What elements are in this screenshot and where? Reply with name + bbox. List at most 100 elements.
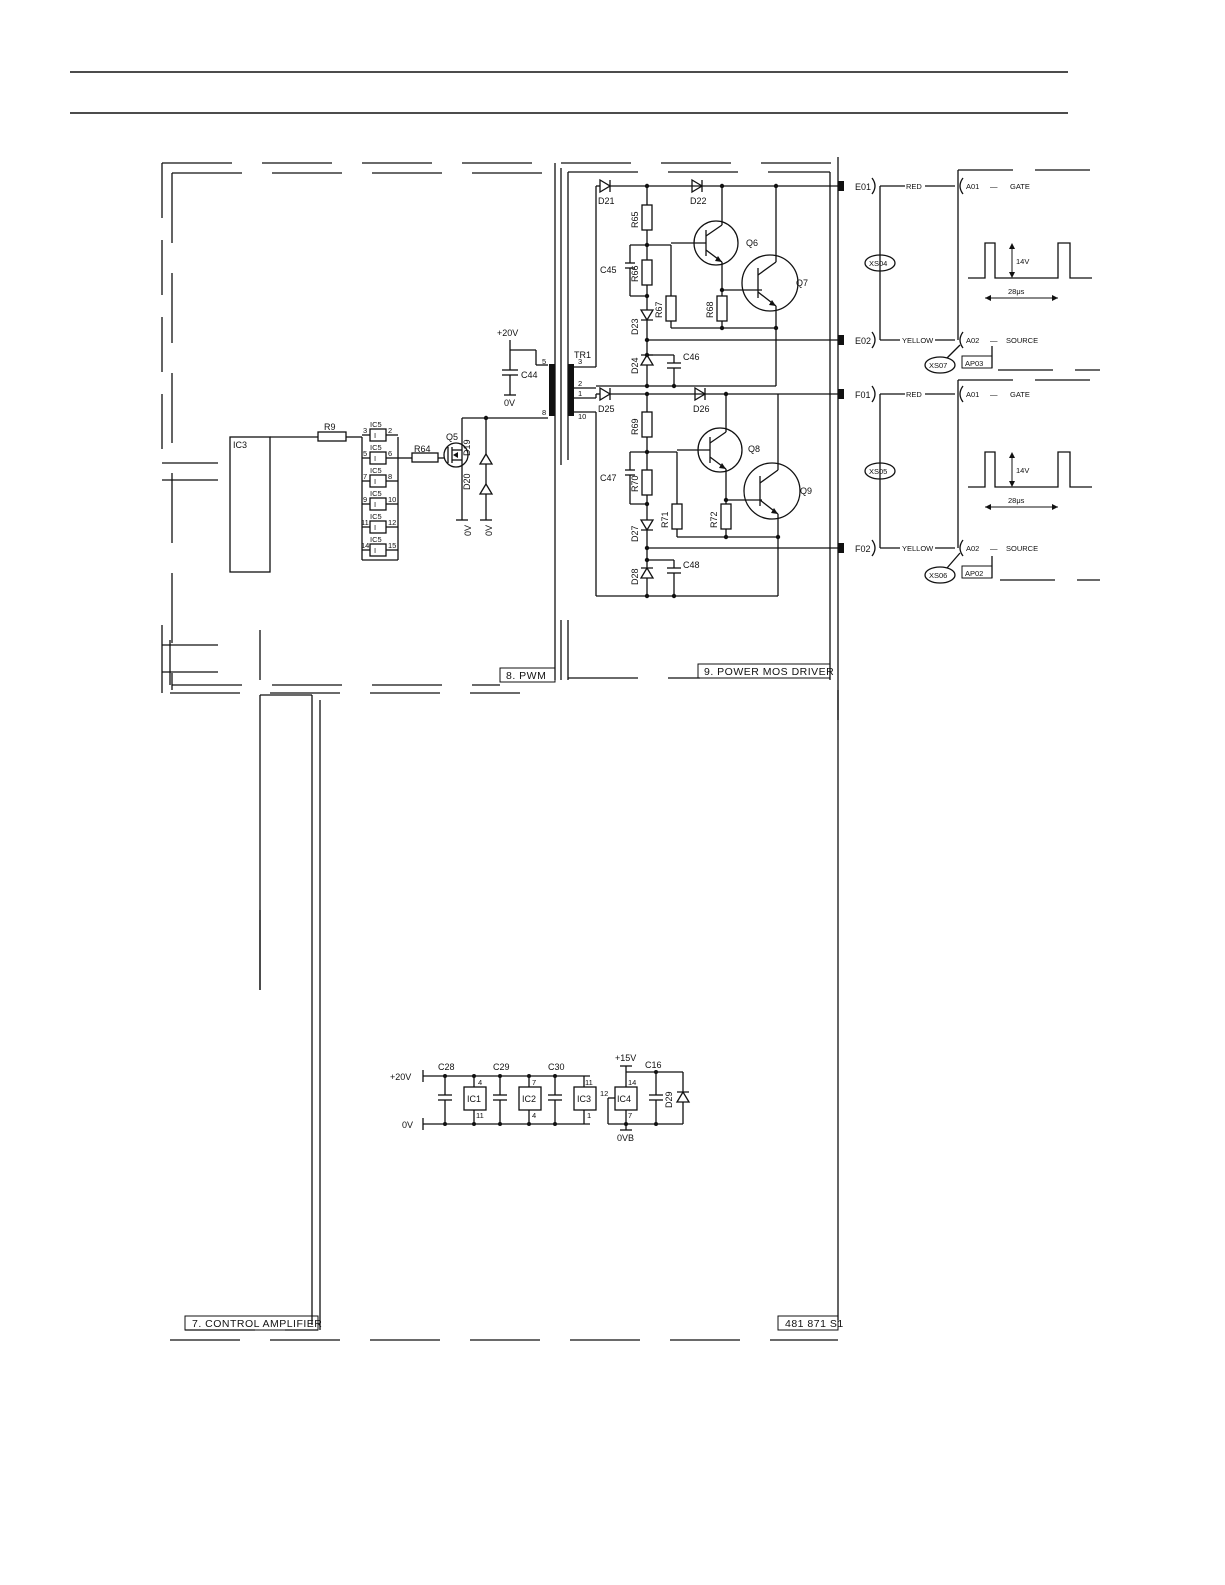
r68-label: R68: [705, 301, 715, 318]
r71-resistor: [671, 503, 683, 530]
c45-label: C45: [600, 265, 617, 275]
c29-label: C29: [493, 1062, 510, 1072]
period-bottom: 28μs: [1008, 496, 1025, 505]
d19-label: D19: [462, 439, 472, 456]
pin-label: 4: [532, 1111, 536, 1120]
r70-label: R70: [630, 475, 640, 492]
source-dash-top: —: [990, 336, 998, 345]
ic5-pin: 10: [388, 495, 396, 504]
control-remnant-lines: [259, 690, 839, 990]
tr1-label: TR1: [574, 350, 591, 360]
control-block-label: 7. CONTROL AMPLIFIER: [192, 1318, 322, 1330]
ic5-pin: 3: [363, 426, 367, 435]
source-text-bottom: SOURCE: [1006, 544, 1038, 553]
q9-transistor: [743, 462, 801, 520]
r68-resistor: [716, 295, 728, 322]
ic3-supply-label: IC3: [577, 1094, 591, 1104]
a01-label-top: A01: [966, 182, 979, 191]
tr1-pin: 3: [578, 357, 582, 366]
svg-text:I: I: [374, 431, 376, 440]
tr1-pin-labels: 5 3 2 1 8 10: [542, 357, 586, 421]
ic4-label: IC4: [617, 1094, 631, 1104]
tr1-pin: 2: [578, 379, 582, 388]
tr1-core-left: [549, 364, 555, 416]
driver-lower-circuit: [595, 386, 838, 599]
r71-label: R71: [660, 511, 670, 528]
ic5-label: IC5: [370, 512, 382, 521]
r66-resistor: [641, 259, 653, 286]
ic5-pin: 8: [388, 472, 392, 481]
pwm-block-label: 8. PWM: [506, 670, 546, 682]
ic1-box: [463, 1086, 487, 1111]
c16-label: C16: [645, 1060, 662, 1070]
d24-label: D24: [630, 357, 640, 374]
ic5-label: IC5: [370, 535, 382, 544]
ic3-label: IC3: [233, 440, 247, 450]
r67-label: R67: [654, 301, 664, 318]
c44-label: C44: [521, 370, 538, 380]
gate-label-top: —: [990, 182, 998, 191]
ic3-supply-box: [573, 1086, 597, 1111]
f01-label: F01: [855, 390, 871, 400]
c28-label: C28: [438, 1062, 455, 1072]
a01-label-bottom: A01: [966, 390, 979, 399]
r67-resistor: [665, 295, 677, 322]
d28-label: D28: [630, 568, 640, 585]
d22-label: D22: [690, 196, 707, 206]
source-text-top: SOURCE: [1006, 336, 1038, 345]
connector-wiring: [838, 169, 1100, 584]
svg-text:I: I: [374, 454, 376, 463]
ov-label-1: 0V: [463, 525, 473, 536]
tr1-core-right: [568, 364, 574, 416]
r69-resistor: [641, 411, 653, 438]
ic5-label: IC5: [370, 466, 382, 475]
plus15v-label: +15V: [615, 1053, 636, 1063]
q7-transistor: [741, 254, 799, 312]
svg-text:I: I: [374, 477, 376, 486]
pin-label: 11: [585, 1078, 593, 1087]
power-labels: +20V 0V C28 C29 C30 C16 IC1 IC2 IC3 IC4 …: [390, 1053, 674, 1143]
period-top: 28μs: [1008, 287, 1025, 296]
pin-label: 7: [532, 1078, 536, 1087]
r64-resistor: [411, 452, 439, 463]
block-outlines: [161, 157, 839, 1341]
a02-label-bottom: A02: [966, 544, 979, 553]
d21-label: D21: [598, 196, 615, 206]
pin-label: 11: [476, 1111, 484, 1120]
a02-label-top: A02: [966, 336, 979, 345]
ic5-pin: 9: [363, 495, 367, 504]
plus20v-label: +20V: [390, 1072, 411, 1082]
driver-upper-labels: D21 D22 R65 C45 R66 Q6 Q7 R67 R68 D23 D2…: [598, 196, 808, 374]
q9-label: Q9: [800, 486, 812, 496]
ic5-pin: 12: [388, 518, 396, 527]
d26-label: D26: [693, 404, 710, 414]
pwm-circuit: I I I I I I: [229, 340, 596, 573]
r65-label: R65: [630, 211, 640, 228]
xs07-label: XS07: [929, 361, 947, 370]
r9-resistor: [317, 431, 347, 442]
r72-resistor: [720, 503, 732, 530]
tr1-pin: 8: [542, 408, 546, 417]
r72-label: R72: [709, 511, 719, 528]
f02-label: F02: [855, 544, 871, 554]
d29-label: D29: [664, 1091, 674, 1108]
ic5-pin: 7: [363, 472, 367, 481]
q5-label: Q5: [446, 432, 458, 442]
tr1-pin: 1: [578, 389, 582, 398]
ic5-label: IC5: [370, 443, 382, 452]
red-wire-label-2: RED: [906, 390, 922, 399]
waveform-bottom: [968, 451, 1092, 510]
pin-label: 1: [587, 1111, 591, 1120]
pin-label: 14: [628, 1078, 636, 1087]
waveform-top: [968, 242, 1092, 301]
ovb-label: 0VB: [617, 1133, 634, 1143]
ic5-label: IC5: [370, 420, 382, 429]
gate-dash-bottom: —: [990, 390, 998, 399]
d27-label: D27: [630, 525, 640, 542]
ic2-label: IC2: [522, 1094, 536, 1104]
d25-label: D25: [598, 404, 615, 414]
drawing-number: 481 871 S1: [785, 1318, 844, 1330]
driver-block-label: 9. POWER MOS DRIVER: [704, 666, 834, 678]
c48-label: C48: [683, 560, 700, 570]
